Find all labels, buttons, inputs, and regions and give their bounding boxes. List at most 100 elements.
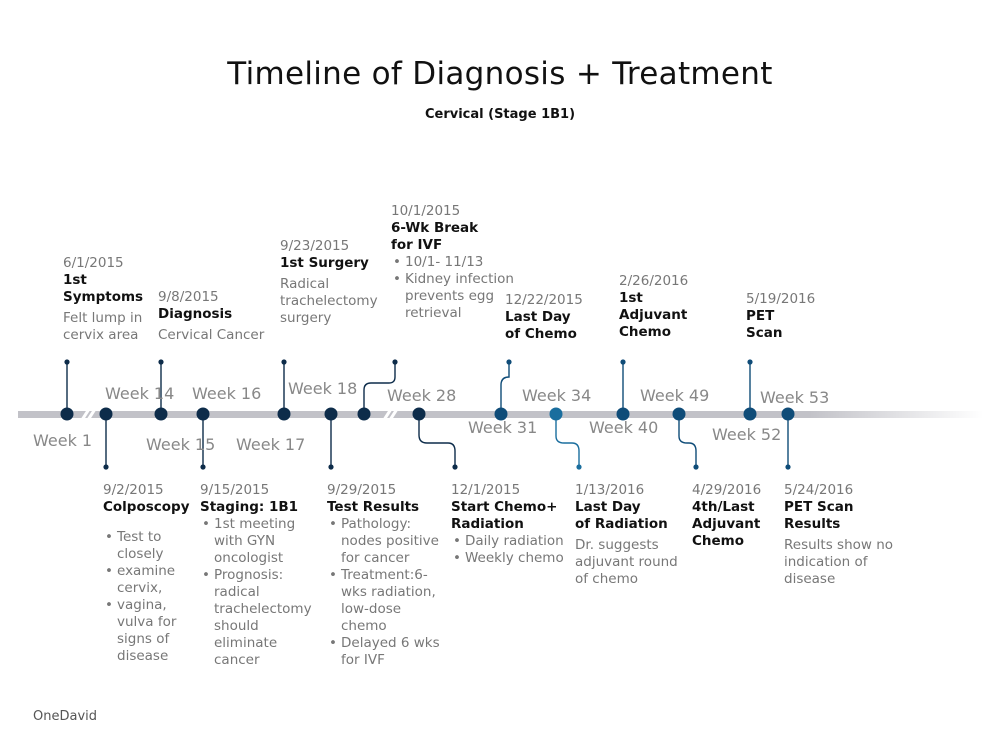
week-label: Week 16 [192,384,262,403]
axis-break-1 [78,405,99,424]
connector-end-dot [200,464,206,470]
event-title: Diagnosis [158,306,233,322]
event-date: 6/1/2015 [63,255,124,271]
event-bullet-item: Daily radiation [451,533,566,550]
event-title: 1st Surgery [280,255,369,271]
connector-end-dot [328,464,334,470]
event-bullets: Daily radiationWeekly chemo [451,533,566,567]
timeline-node [781,407,795,421]
timeline-node [357,407,371,421]
event-date: 9/29/2015 [327,482,397,498]
week-label: Week 28 [387,386,457,405]
week-label: Week 18 [288,379,358,398]
event-date: 5/24/2016 [784,482,854,498]
timeline-node [60,407,74,421]
event-title: Start Chemo+Radiation [451,499,558,532]
connector-end-dot [747,359,753,365]
event-date: 9/2/2015 [103,482,164,498]
connector-line [363,362,396,414]
event-description: Cervical Cancer [158,327,265,343]
week-label: Week 1 [33,431,93,450]
event-date: 2/26/2016 [619,273,689,289]
week-label: Week 49 [640,386,710,405]
connector-end-dot [785,464,791,470]
timeline-node [324,407,338,421]
event-title: Test Results [327,499,420,515]
timeline-node [672,407,686,421]
connector-line [678,414,697,467]
connector-end-dot [281,359,287,365]
event-date: 9/23/2015 [280,238,350,254]
axis-break-2 [380,405,401,424]
event-bullets: Test tocloselyexaminecervix,vagina,vulva… [103,529,203,665]
week-label: Week 14 [105,384,175,403]
event-card: 9/2/2015ColposcopyTest tocloselyexaminec… [103,482,203,665]
event-bullet-item: Prognosis:radicaltrachelectomyshouldelim… [200,567,315,669]
connector-end-dot [452,464,458,470]
event-title: Colposcopy [103,499,190,515]
timeline-node [549,407,563,421]
event-bullet-item: Weekly chemo [451,550,566,567]
connectors [64,359,791,470]
connector-end-dot [103,464,109,470]
week-label: Week 34 [522,386,592,405]
page-title: Timeline of Diagnosis + Treatment [227,56,773,92]
event-date: 1/13/2016 [575,482,645,498]
connector-end-dot [620,359,626,365]
event-date: 9/8/2015 [158,289,219,305]
event-date: 12/1/2015 [451,482,521,498]
connector-end-dot [64,359,70,365]
timeline-node [494,407,508,421]
week-label: Week 40 [589,418,659,437]
footer-credit: OneDavid [33,709,98,724]
timeline-node [743,407,757,421]
week-label: Week 53 [760,388,830,407]
connector-end-dot [506,359,512,365]
event-date: 5/19/2016 [746,291,816,307]
week-label: Week 15 [146,435,216,454]
event-date: 12/22/2015 [505,292,583,308]
timeline-nodes [60,407,795,421]
connector-line [555,414,580,467]
connector-line [500,362,510,414]
page-subtitle: Cervical (Stage 1B1) [424,107,576,122]
timeline-node [277,407,291,421]
week-label: Week 17 [236,435,306,454]
event-date: 4/29/2016 [692,482,762,498]
connector-end-dot [693,464,699,470]
event-date: 10/1/2015 [391,203,461,219]
